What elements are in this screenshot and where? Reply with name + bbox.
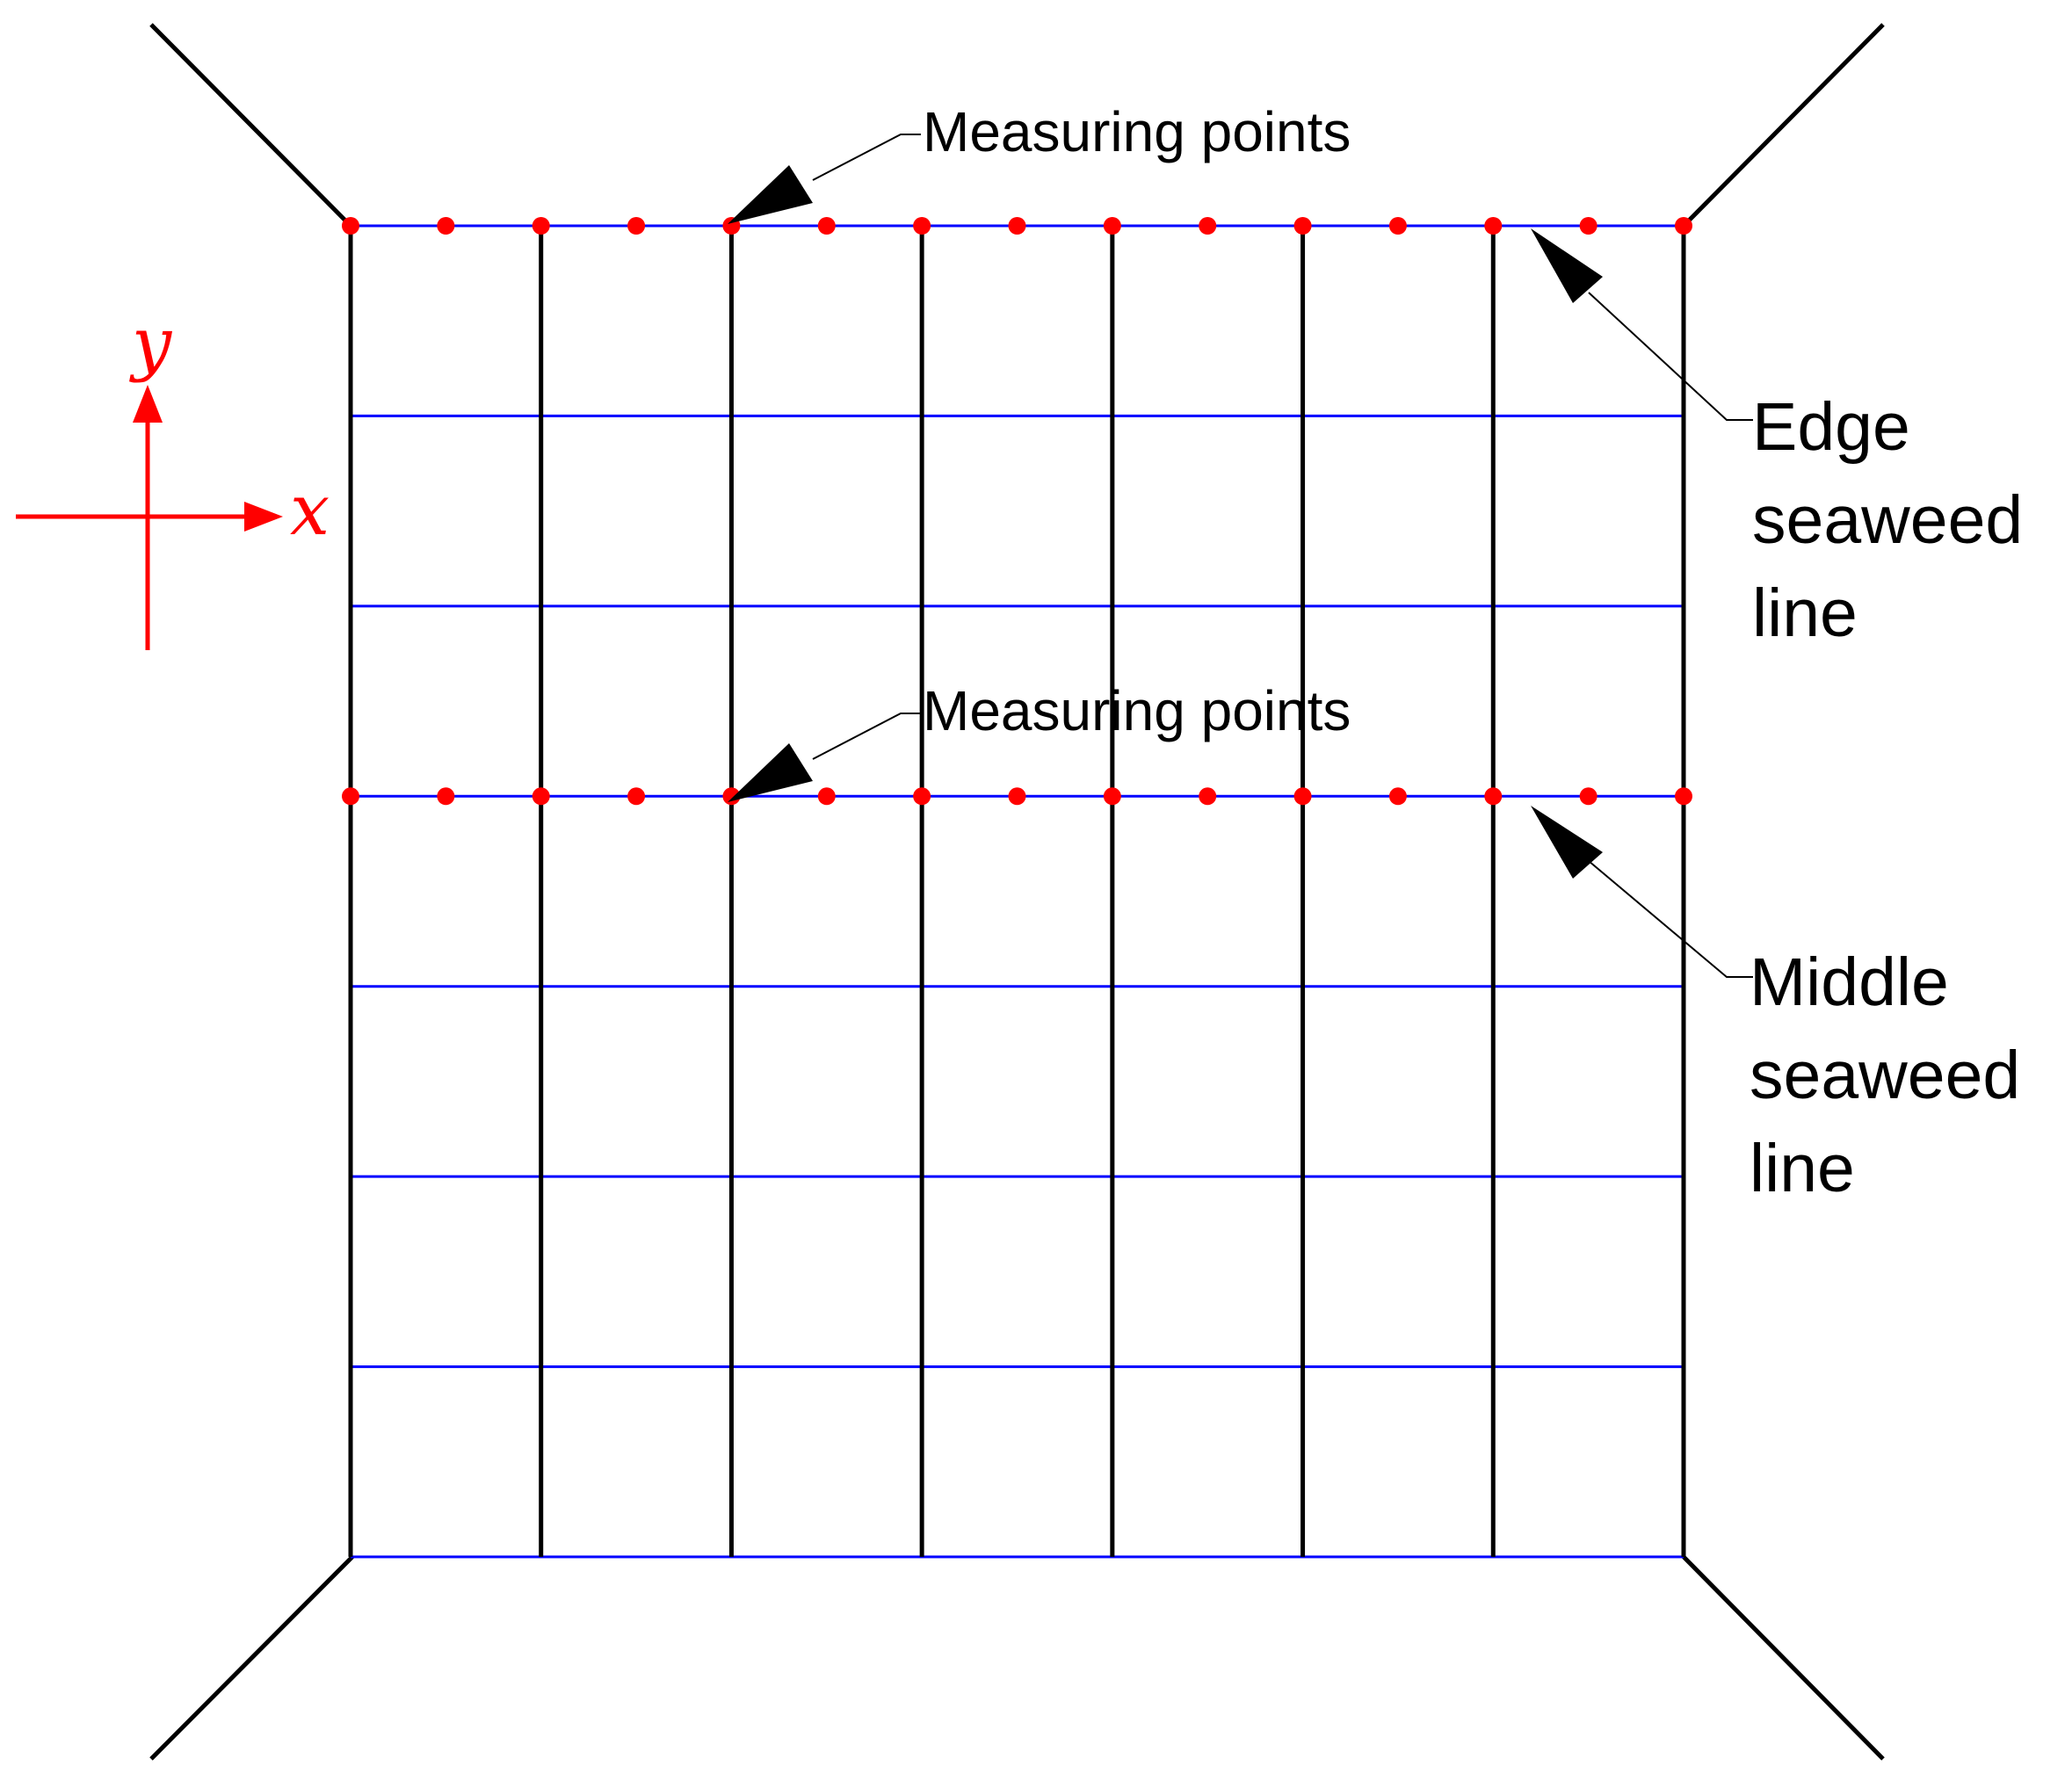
callout-top-measuring-points: Measuring points — [728, 100, 1351, 224]
edge-seaweed-line-label-2: seaweed — [1752, 482, 2023, 558]
leader-line — [1588, 292, 1753, 421]
measuring-point — [342, 217, 359, 235]
measuring-point — [1484, 217, 1503, 235]
measuring-point — [722, 787, 741, 806]
leader-arrowhead — [1531, 228, 1603, 303]
measuring-point — [1388, 217, 1407, 235]
measuring-point — [1103, 217, 1121, 235]
measuring-point — [1199, 787, 1217, 806]
measuring-points-label-mid: Measuring points — [923, 679, 1351, 742]
measuring-point — [532, 217, 550, 235]
measuring-point — [913, 787, 931, 806]
measuring-point — [1293, 217, 1312, 235]
measuring-point — [1675, 787, 1692, 806]
middle-seaweed-line-label-3: line — [1750, 1131, 1855, 1206]
seaweed-lines — [351, 224, 1684, 1559]
measuring-points-label-top: Measuring points — [923, 100, 1351, 163]
measuring-point — [627, 787, 646, 806]
measuring-point — [1675, 217, 1692, 235]
y-axis-arrowhead — [133, 385, 163, 423]
measuring-point — [627, 217, 646, 235]
measuring-point — [1579, 787, 1597, 806]
y-axis-label: y — [129, 302, 173, 384]
vertical-ropes — [348, 226, 1686, 1557]
callout-mid-measuring-points: Measuring points — [728, 679, 1351, 802]
leader-arrowhead — [728, 743, 813, 802]
middle-seaweed-line-label-1: Middle — [1750, 944, 1949, 1020]
leader-line — [1588, 860, 1753, 978]
anchor-rope-bottom-right — [1682, 1555, 1885, 1761]
measuring-point — [342, 787, 359, 806]
anchor-rope-bottom-left — [149, 1555, 354, 1761]
middle-seaweed-line-label-2: seaweed — [1750, 1038, 2020, 1113]
callout-edge-seaweed-line: Edge seaweed line — [1531, 228, 2023, 651]
x-axis-arrowhead — [244, 502, 283, 532]
x-axis-label: x — [290, 469, 330, 551]
measuring-point — [1008, 217, 1026, 235]
leader-line — [812, 713, 921, 760]
anchor-ropes — [149, 23, 1885, 1761]
measuring-points — [342, 217, 1692, 806]
measuring-point — [437, 217, 455, 235]
anchor-rope-top-left — [149, 23, 352, 228]
measuring-point — [1199, 217, 1217, 235]
leader-arrowhead — [728, 165, 813, 224]
measuring-point — [817, 217, 836, 235]
measuring-point — [437, 787, 455, 806]
coordinate-axes — [16, 385, 283, 650]
edge-seaweed-line-label-3: line — [1752, 575, 1858, 651]
measuring-point — [817, 787, 836, 806]
measuring-point — [1388, 787, 1407, 806]
measuring-point — [1103, 787, 1121, 806]
measuring-point — [913, 217, 931, 235]
measuring-point — [1484, 787, 1503, 806]
measuring-point — [532, 787, 550, 806]
measuring-point — [1579, 217, 1597, 235]
measuring-point — [1008, 787, 1026, 806]
callout-middle-seaweed-line: Middle seaweed line — [1531, 806, 2020, 1206]
leader-line — [812, 134, 921, 181]
edge-seaweed-line-label-1: Edge — [1752, 389, 1910, 465]
anchor-rope-top-right — [1682, 23, 1885, 228]
measuring-point — [1293, 787, 1312, 806]
leader-arrowhead — [1531, 806, 1603, 879]
